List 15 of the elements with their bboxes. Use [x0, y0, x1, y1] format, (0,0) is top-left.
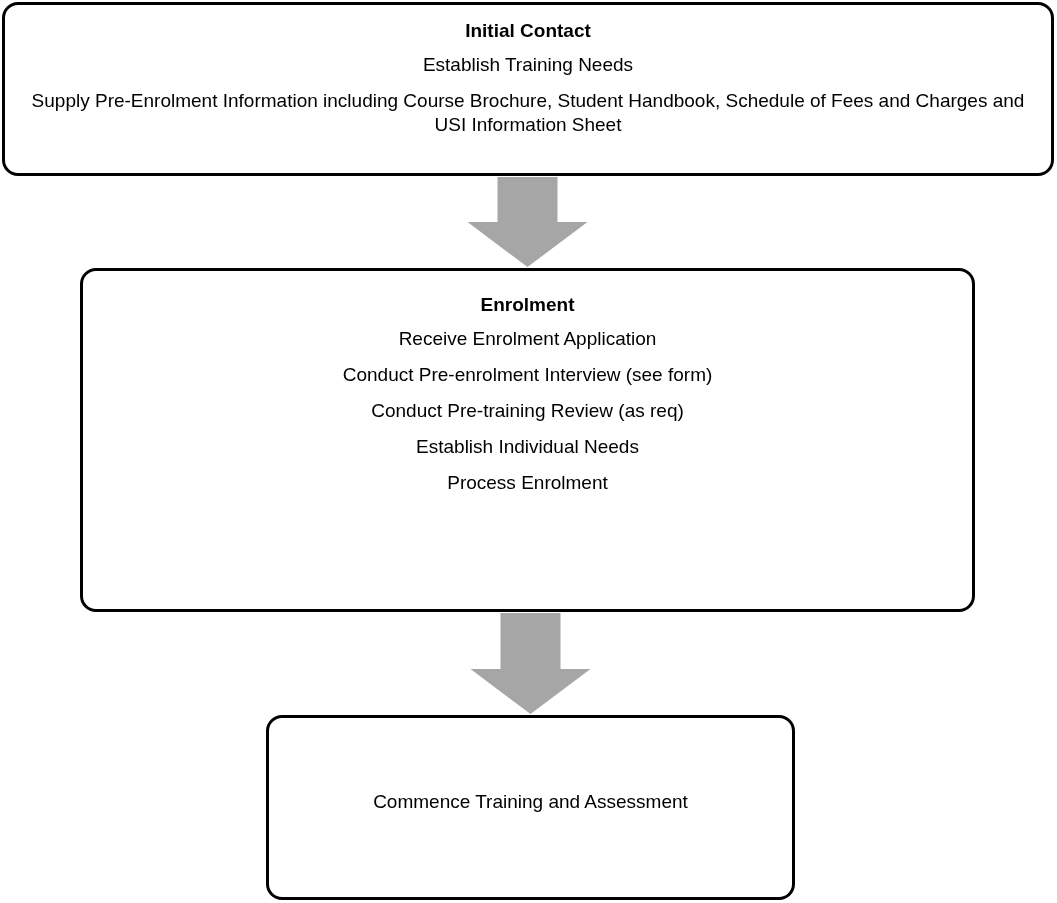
process-box: [266, 715, 795, 900]
box-text: Conduct Pre-training Review (as req): [371, 399, 684, 423]
box-text: Supply Pre-Enrolment Information including Course Brochure, Student Handbook, Schedule of Fees and Charges and USI Information Sheet: [30, 89, 1026, 137]
box-text: Process Enrolment: [447, 471, 608, 495]
process-box: [2, 2, 1054, 176]
box-text: Establish Training Needs: [422, 53, 634, 77]
box-text: Receive Enrolment Application: [398, 327, 657, 351]
block-arrow: [467, 177, 588, 267]
box-text: Conduct Pre-enrolment Interview (see form): [342, 363, 713, 387]
box-heading: Enrolment: [480, 293, 575, 317]
box-text: Establish Individual Needs: [416, 435, 639, 459]
process-box: [80, 268, 975, 612]
block-arrow: [470, 613, 591, 714]
box-heading: Initial Contact: [465, 19, 591, 43]
box-text: Commence Training and Assessment: [373, 789, 688, 814]
